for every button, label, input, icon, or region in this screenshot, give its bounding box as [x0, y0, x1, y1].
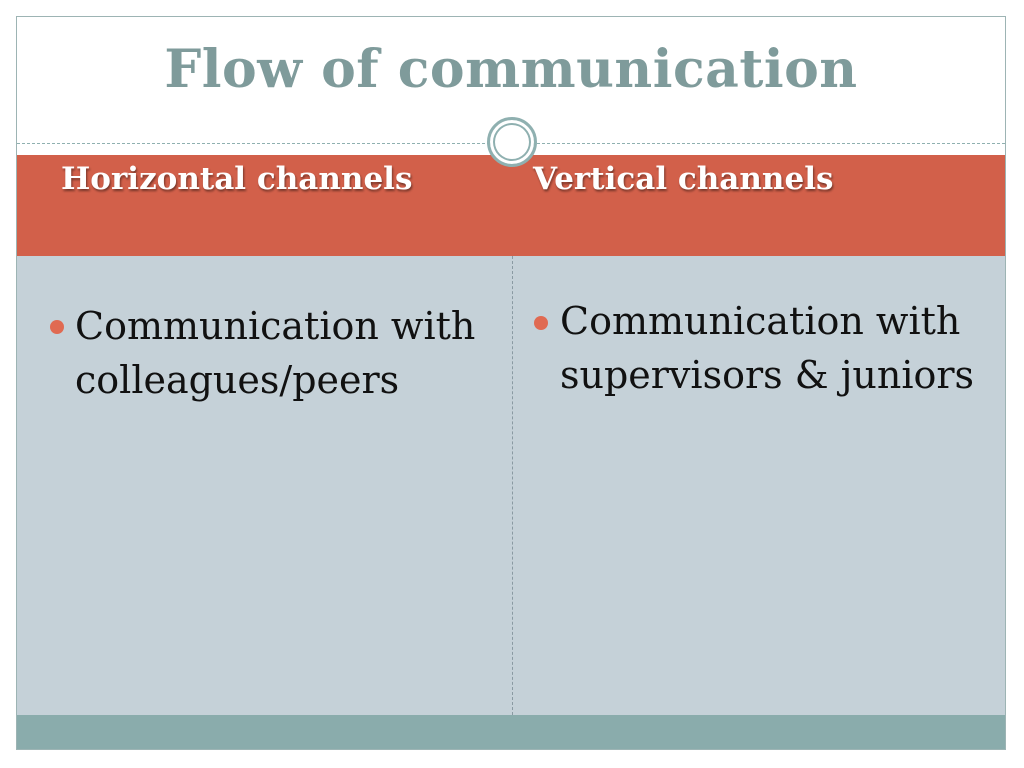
bullet-dot-icon — [534, 316, 548, 330]
circle-ornament-icon — [487, 117, 537, 167]
bullet-vertical: Communication with supervisors & juniors — [560, 299, 975, 397]
column-divider — [512, 256, 513, 715]
footer-band — [17, 715, 1005, 749]
bullet-horizontal: Communication with colleagues/peers — [75, 304, 476, 402]
column-header-horizontal: Horizontal channels — [61, 161, 413, 197]
slide-title: Flow of communication — [164, 39, 858, 100]
slide: Flow of communication Horizontal channel… — [16, 16, 1006, 750]
column-header-vertical: Vertical channels — [533, 161, 834, 197]
column-header-band — [17, 155, 1005, 256]
content-panel — [17, 256, 1005, 715]
bullet-dot-icon — [50, 320, 64, 334]
